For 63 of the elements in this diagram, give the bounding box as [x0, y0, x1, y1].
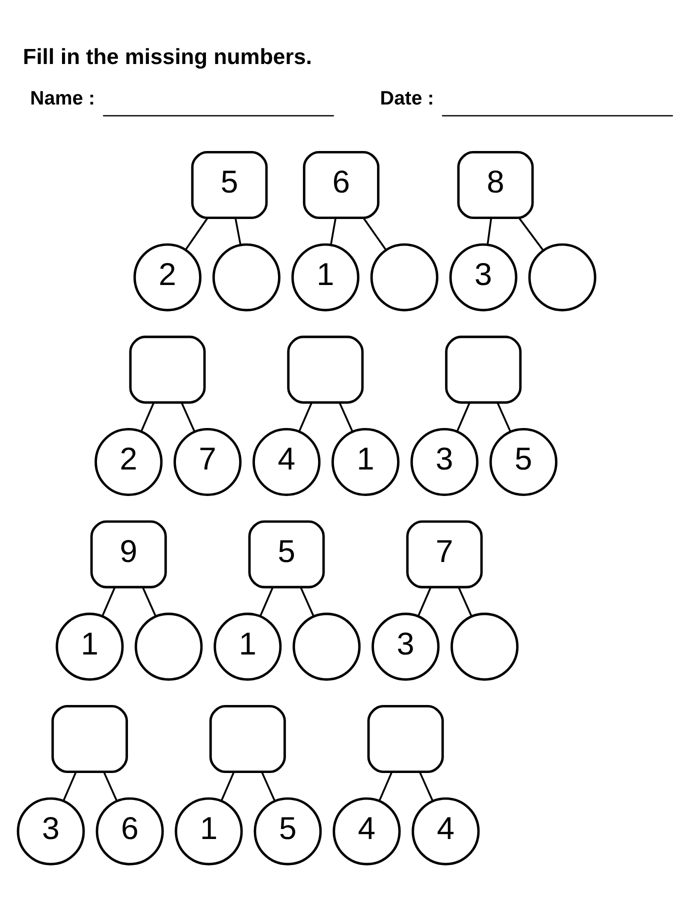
node-circle [134, 612, 203, 680]
node-circle: 1 [331, 427, 400, 496]
node-circle [450, 612, 519, 680]
connector [260, 586, 274, 616]
connector [140, 402, 154, 432]
connector [417, 586, 432, 616]
connector [458, 586, 472, 616]
node-box [445, 335, 522, 404]
node-box [367, 704, 444, 773]
node-circle: 3 [449, 242, 518, 311]
connector [103, 771, 118, 801]
node-box: 5 [191, 150, 268, 219]
node-circle: 3 [372, 612, 440, 680]
connector [300, 586, 314, 616]
connector [298, 402, 312, 432]
node-box: 8 [457, 150, 534, 219]
connector [362, 217, 386, 250]
node-circle: 1 [291, 242, 360, 311]
connector [419, 771, 434, 801]
node-circle [370, 242, 438, 311]
node-box: 6 [302, 150, 380, 219]
node-circle: 6 [96, 796, 164, 865]
connector [142, 586, 156, 616]
diagram-title: Fill in the missing numbers. [22, 44, 312, 68]
connector [102, 586, 116, 616]
node-circle: 5 [254, 796, 322, 865]
connector [220, 771, 235, 801]
node-circle [212, 242, 280, 311]
connector [378, 771, 393, 801]
node-circle: 2 [133, 242, 202, 311]
connector [518, 217, 544, 250]
label: Date : [380, 87, 434, 110]
node-box [209, 704, 286, 773]
node-circle [528, 242, 596, 311]
node-circle: 1 [174, 796, 243, 865]
node-circle: 4 [252, 427, 321, 496]
node-box [51, 704, 128, 773]
node-circle: 5 [489, 427, 558, 496]
connector [184, 217, 208, 250]
connector [338, 402, 354, 432]
node-circle: 7 [174, 427, 242, 496]
connector [330, 218, 336, 245]
node-box: 9 [90, 520, 167, 588]
node-circle: 4 [332, 796, 401, 865]
node-circle: 3 [410, 427, 478, 496]
label: Name : [30, 87, 95, 110]
node-circle: 1 [56, 612, 124, 680]
node-circle: 4 [412, 796, 480, 865]
connector [456, 402, 470, 432]
connector [261, 771, 276, 801]
node-circle: 1 [214, 612, 282, 680]
node-circle: 2 [94, 427, 163, 496]
node-circle: 3 [16, 796, 85, 865]
node-box [129, 335, 206, 404]
node-box: 5 [248, 520, 325, 588]
connector [180, 402, 196, 432]
node-box [287, 335, 364, 404]
connector [234, 218, 242, 245]
connector [496, 402, 512, 432]
connector [486, 218, 492, 244]
node-box: 7 [406, 520, 483, 588]
connector [62, 771, 77, 801]
node-circle [292, 612, 361, 680]
